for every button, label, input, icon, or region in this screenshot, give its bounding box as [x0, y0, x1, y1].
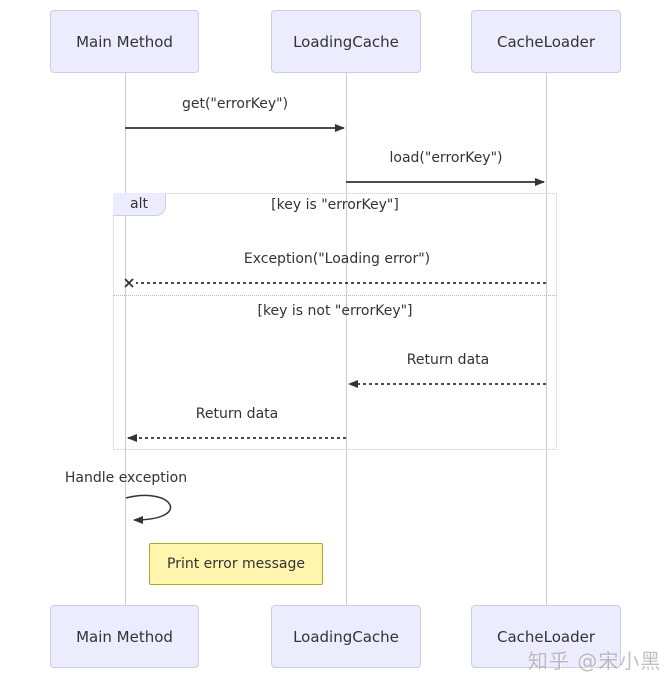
self-loop-arrow	[125, 494, 172, 524]
alt-frame	[113, 193, 557, 450]
exception-message-label: Exception("Loading error")	[243, 251, 431, 267]
return-data-label-1: Return data	[406, 352, 490, 368]
actor-cache-loader-top: CacheLoader	[471, 10, 621, 73]
watermark: 知乎 @宋小黑	[528, 649, 662, 673]
lifeline-loading-cache	[346, 73, 347, 605]
load-message-label: load("errorKey")	[389, 150, 503, 166]
alt-divider	[113, 295, 557, 296]
handle-exception-label: Handle exception	[64, 470, 188, 486]
get-message-label: get("errorKey")	[181, 96, 289, 112]
lifeline-cache-loader	[546, 73, 547, 605]
actor-cache-loader-bottom: CacheLoader	[471, 605, 621, 668]
note-print-error-message: Print error message	[149, 543, 323, 585]
lifeline-main-method	[125, 73, 126, 605]
alt-label: alt	[113, 193, 166, 216]
return-data-label-2: Return data	[195, 406, 279, 422]
actor-loading-cache-top: LoadingCache	[271, 10, 421, 73]
actor-main-method-top: Main Method	[50, 10, 199, 73]
actor-loading-cache-bottom: LoadingCache	[271, 605, 421, 668]
actor-main-method-bottom: Main Method	[50, 605, 199, 668]
alt-condition-no-error-label: [key is not "errorKey"]	[257, 303, 413, 319]
alt-condition-error-label: [key is "errorKey"]	[271, 197, 399, 213]
